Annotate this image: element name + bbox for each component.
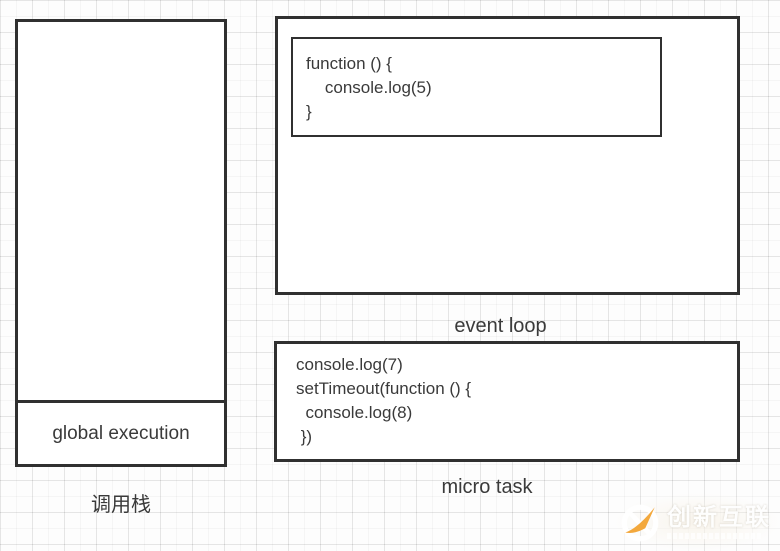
brand-logo-icon xyxy=(621,504,659,542)
call-stack-caption: 调用栈 xyxy=(91,494,151,516)
brand-watermark: 创新互联 xyxy=(615,493,780,551)
brand-name: 创新互联 xyxy=(667,504,771,531)
code-line: } xyxy=(306,102,312,121)
event-loop-caption: event loop xyxy=(454,315,547,337)
brand-subtext-blur xyxy=(667,533,763,539)
code-line: console.log(7) xyxy=(296,355,403,374)
global-execution-label: global execution xyxy=(52,422,190,444)
code-line: setTimeout(function () { xyxy=(296,379,472,398)
global-execution-frame: global execution xyxy=(18,400,224,464)
code-line: console.log(8) xyxy=(296,403,413,422)
call-stack-box: global execution xyxy=(15,19,227,467)
code-line: console.log(5) xyxy=(306,78,432,97)
micro-task-caption: micro task xyxy=(441,476,533,498)
micro-task-box: console.log(7) setTimeout(function () { … xyxy=(274,341,740,462)
code-line: }) xyxy=(296,427,313,446)
event-loop-box: function () { console.log(5) } xyxy=(275,16,740,295)
code-line: function () { xyxy=(306,54,392,73)
callback-code-box: function () { console.log(5) } xyxy=(291,37,662,137)
